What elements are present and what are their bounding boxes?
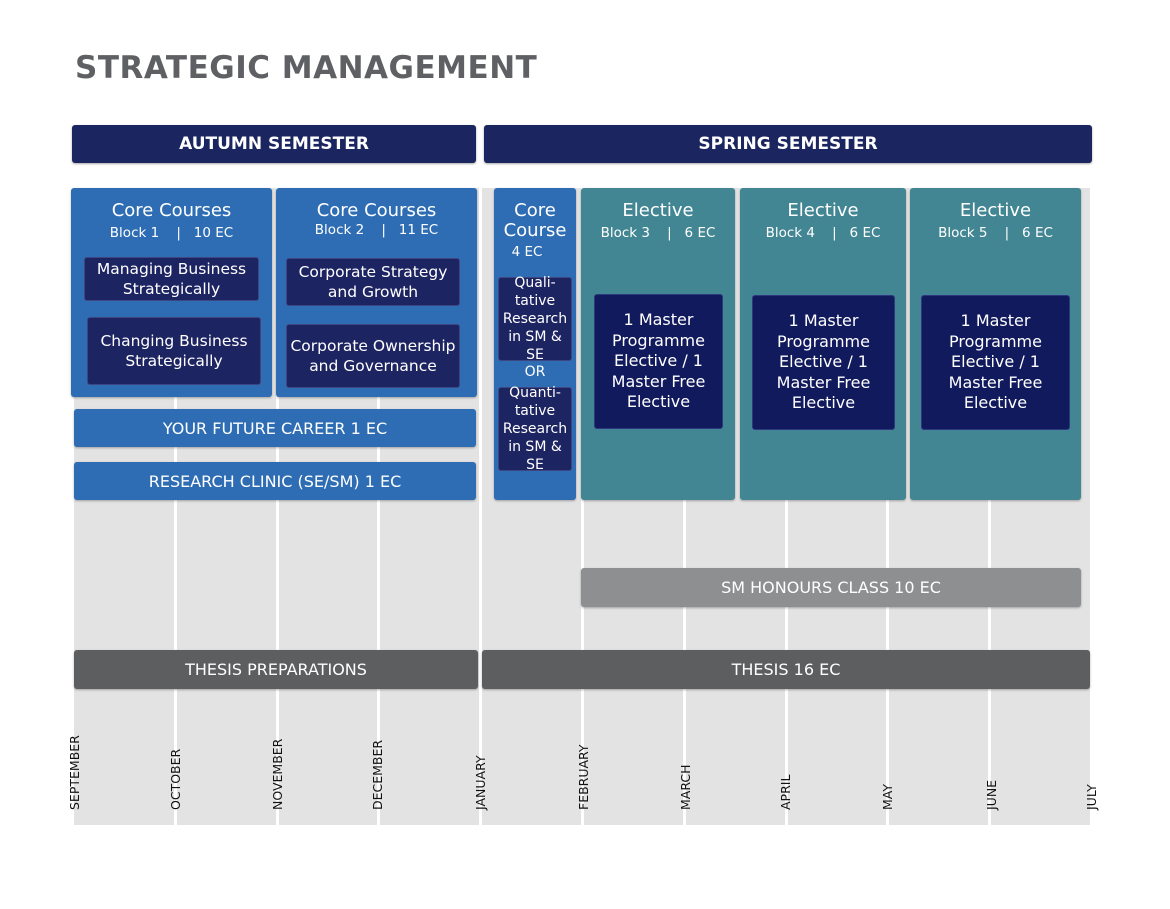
month-label: JULY: [1084, 784, 1099, 810]
grid-line: [479, 188, 482, 825]
or-label: OR: [524, 364, 546, 380]
month-label: JUNE: [984, 779, 999, 810]
grid-line: [785, 188, 788, 825]
grid-line: [683, 188, 686, 825]
block-4-elective-content: 1 Master Programme Elective / 1 Master F…: [752, 295, 895, 430]
grid-line: [174, 188, 177, 825]
month-label: OCTOBER: [168, 748, 183, 810]
core-course-header-2: Course: [503, 220, 567, 241]
grid-line: [886, 188, 889, 825]
quantitative-research-option: Quanti- tative Research in SM & SE: [498, 385, 572, 473]
month-label: JANUARY: [473, 755, 488, 810]
month-label: FEBRUARY: [576, 744, 591, 810]
block-3-header: Elective: [622, 200, 694, 221]
course-changing-business: Changing Business Strategically: [87, 317, 261, 385]
grid-line: [276, 188, 279, 825]
core-course-sub: 4 EC: [511, 244, 543, 260]
block-2-sub: Block 2 | 11 EC: [314, 222, 439, 238]
grid-line: [377, 188, 380, 825]
core-course-header-1: Core: [514, 200, 556, 221]
month-label: NOVEMBER: [270, 738, 285, 810]
grid-line: [988, 188, 991, 825]
future-career-bar: YOUR FUTURE CAREER 1 EC: [74, 409, 476, 447]
qualitative-research-option: Quali- tative Research in SM & SE: [498, 275, 572, 363]
block-1-sub: Block 1 | 10 EC: [109, 225, 234, 241]
block-5-sub: Block 5 | 6 EC: [938, 225, 1053, 241]
month-label: MAY: [880, 783, 895, 810]
course-corporate-ownership: Corporate Ownership and Governance: [286, 324, 460, 388]
research-clinic-bar: RESEARCH CLINIC (SE/SM) 1 EC: [74, 462, 476, 500]
block-3-elective-content: 1 Master Programme Elective / 1 Master F…: [594, 294, 723, 429]
month-label: MARCH: [678, 764, 693, 810]
block-1-header: Core Courses: [111, 200, 232, 221]
spring-semester-bar: SPRING SEMESTER: [484, 125, 1092, 163]
block-4-sub: Block 4 | 6 EC: [765, 225, 881, 241]
month-label: DECEMBER: [370, 739, 385, 810]
thesis-bar: THESIS 16 EC: [482, 650, 1090, 689]
block-4-header: Elective: [787, 200, 859, 221]
autumn-semester-bar: AUTUMN SEMESTER: [72, 125, 476, 163]
month-label: APRIL: [778, 774, 793, 810]
grid-line: [581, 188, 584, 825]
block-5-elective-content: 1 Master Programme Elective / 1 Master F…: [921, 295, 1070, 430]
thesis-preparations-bar: THESIS PREPARATIONS: [74, 650, 478, 689]
honours-class-bar: SM HONOURS CLASS 10 EC: [581, 568, 1081, 607]
block-2-header: Core Courses: [316, 200, 437, 221]
block-5-header: Elective: [959, 200, 1032, 221]
course-corporate-strategy: Corporate Strategy and Growth: [286, 258, 460, 306]
month-label: SEPTEMBER: [67, 735, 82, 810]
page-title: STRATEGIC MANAGEMENT: [75, 50, 538, 86]
block-3-sub: Block 3 | 6 EC: [600, 225, 716, 241]
course-managing-business: Managing Business Strategically: [84, 257, 259, 301]
